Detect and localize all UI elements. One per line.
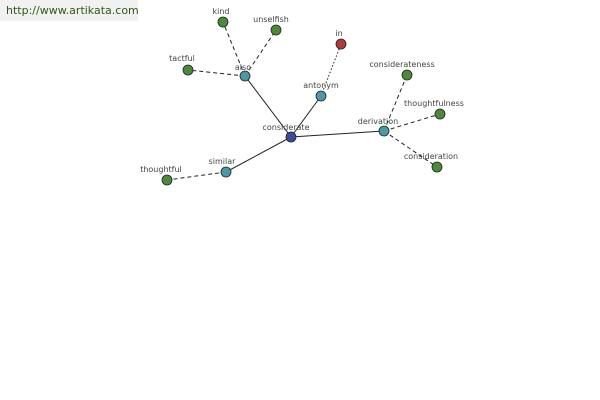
edge-antonym-in [320, 43, 342, 97]
label-derivation[interactable]: derivation [358, 117, 398, 126]
label-thoughtfulness[interactable]: thoughtfulness [404, 99, 464, 108]
site-url-watermark[interactable]: http://www.artikata.com [0, 0, 139, 21]
label-considerateness[interactable]: considerateness [369, 60, 434, 69]
node-unselfish[interactable] [270, 24, 282, 36]
node-similar[interactable] [220, 166, 232, 178]
edge-considerate-also [244, 75, 292, 138]
edge-considerate-similar [225, 136, 292, 173]
node-tactful[interactable] [182, 64, 194, 76]
node-antonym[interactable] [315, 90, 327, 102]
label-similar[interactable]: similar [209, 157, 237, 166]
label-consideration[interactable]: consideration [404, 152, 458, 161]
edge-considerate-antonym [290, 95, 322, 138]
node-in[interactable] [335, 38, 347, 50]
node-kind[interactable] [217, 16, 229, 28]
node-considerateness[interactable] [401, 69, 413, 81]
label-antonym[interactable]: antonym [303, 81, 339, 90]
edge-also-tactful [187, 69, 246, 77]
label-considerate[interactable]: considerate [262, 123, 309, 132]
edge-derivation-considerateness [383, 74, 408, 132]
node-consideration[interactable] [431, 161, 443, 173]
node-thoughtful[interactable] [161, 174, 173, 186]
node-considerate[interactable] [285, 131, 297, 143]
edge-also-kind [222, 21, 246, 77]
label-tactful[interactable]: tactful [169, 54, 195, 63]
edge-derivation-consideration [383, 130, 438, 168]
node-also[interactable] [239, 70, 251, 82]
edge-also-unselfish [244, 29, 277, 77]
edge-considerate-derivation [290, 130, 385, 138]
label-kind[interactable]: kind [212, 7, 229, 16]
label-thoughtful[interactable]: thoughtful [140, 165, 182, 174]
edge-derivation-thoughtfulness [383, 113, 441, 132]
label-in[interactable]: in [335, 29, 342, 38]
edge-similar-thoughtful [166, 171, 227, 181]
label-unselfish[interactable]: unselfish [253, 15, 289, 24]
node-derivation[interactable] [378, 125, 390, 137]
label-also[interactable]: also [235, 63, 251, 72]
node-thoughtfulness[interactable] [434, 108, 446, 120]
